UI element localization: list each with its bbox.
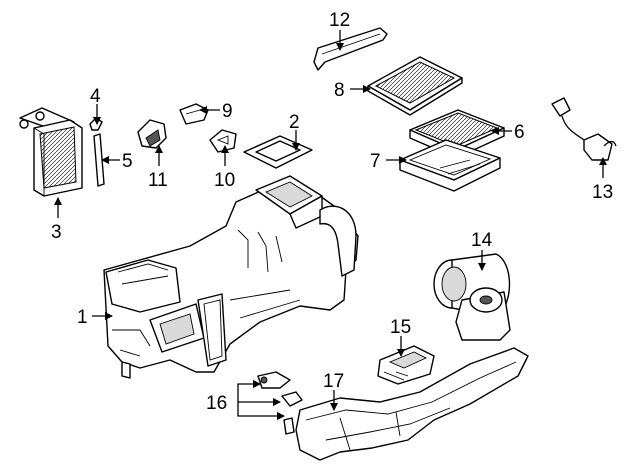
callout-16: 16 xyxy=(206,393,227,414)
callout-7: 7 xyxy=(370,151,381,172)
part-8-filter-frame xyxy=(367,56,463,116)
part-17-floor-duct xyxy=(295,347,529,461)
callout-4: 4 xyxy=(90,86,101,107)
part-7-filter-tray xyxy=(399,139,501,192)
callout-3: 3 xyxy=(51,222,62,243)
callout-1: 1 xyxy=(77,307,88,328)
callout-17: 17 xyxy=(323,371,344,392)
part-14-blower-motor xyxy=(433,253,511,341)
part-13-wire-harness xyxy=(551,97,617,161)
part-5-seal xyxy=(93,133,105,187)
part-12-seal-strip xyxy=(313,27,388,71)
part-4-clip xyxy=(89,117,103,131)
callout-5: 5 xyxy=(122,151,133,172)
callout-13: 13 xyxy=(592,182,613,203)
callout-14: 14 xyxy=(471,230,493,251)
leader-lines xyxy=(54,30,607,420)
part-11-actuator xyxy=(137,119,167,149)
callout-12: 12 xyxy=(329,10,350,31)
part-15-control-module xyxy=(377,345,435,385)
callout-8: 8 xyxy=(334,80,345,101)
part-1-hvac-case xyxy=(103,175,359,379)
part-16-fittings xyxy=(257,371,303,435)
callout-11: 11 xyxy=(148,170,168,191)
callout-10: 10 xyxy=(214,170,235,191)
part-9-small-actuator xyxy=(179,103,209,125)
callout-9: 9 xyxy=(222,101,233,122)
callout-6: 6 xyxy=(514,122,525,143)
part-2-gasket xyxy=(243,135,313,169)
callout-15: 15 xyxy=(390,317,411,338)
part-3-heater-core xyxy=(19,107,83,197)
callout-2: 2 xyxy=(289,112,300,133)
callout-labels: 1 2 3 4 5 6 7 8 9 10 11 12 13 14 15 16 1… xyxy=(51,10,613,414)
part-10-bracket xyxy=(209,129,237,153)
